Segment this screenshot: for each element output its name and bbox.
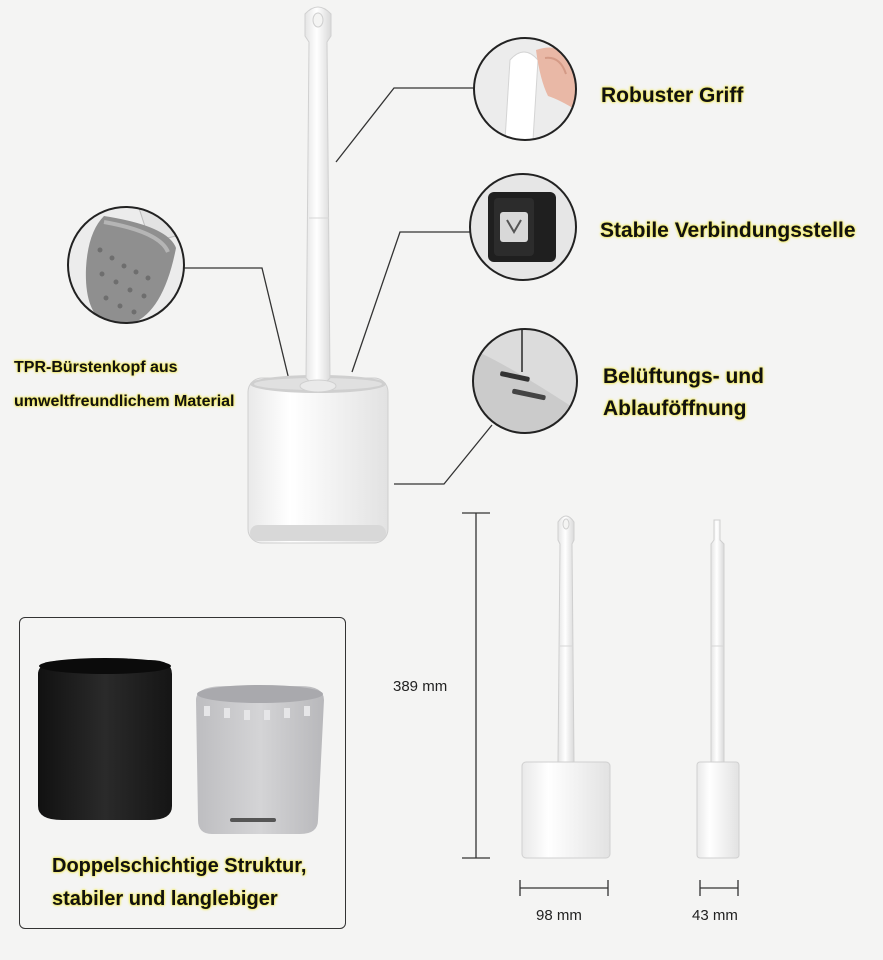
detail-vent-circle	[472, 328, 578, 434]
label-robust-handle: Robuster Griff	[601, 84, 744, 107]
label-vent-line-2: Ablauföffnung	[603, 397, 747, 420]
detail-handle-circle	[473, 37, 577, 141]
label-stable-connection: Stabile Verbindungsstelle	[600, 219, 856, 242]
leader-lines	[180, 87, 493, 485]
double-layer-cases	[38, 658, 324, 834]
side-width-label: 43 mm	[692, 907, 738, 924]
label-structure-line-2: stabiler und langlebiger	[52, 888, 278, 910]
label-brush-head-line-1: TPR-Bürstenkopf aus	[14, 359, 178, 376]
width-dimension-lines	[519, 880, 739, 896]
label-vent-line-1: Belüftungs- und	[603, 365, 764, 388]
height-dimension-line	[462, 512, 490, 859]
front-width-label: 98 mm	[536, 907, 582, 924]
main-brush-and-holder	[247, 6, 389, 544]
detail-brush-head-circle	[67, 206, 185, 324]
detail-connection-circle	[469, 173, 577, 281]
label-structure-line-1: Doppelschichtige Struktur,	[52, 855, 307, 877]
structure-callout-box	[19, 617, 346, 929]
label-brush-head-line-2: umweltfreundlichem Material	[14, 393, 235, 410]
side-view-product	[696, 519, 740, 859]
front-view-product	[521, 515, 611, 859]
height-dimension-label: 389 mm	[393, 678, 448, 695]
